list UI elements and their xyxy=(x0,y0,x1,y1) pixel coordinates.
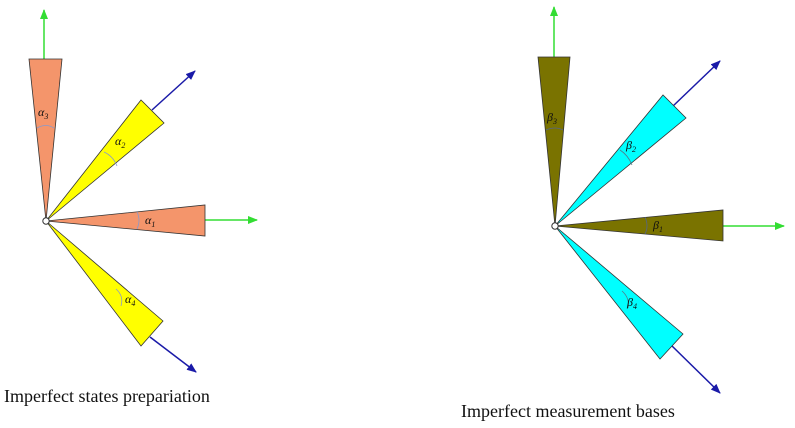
left-origin-point xyxy=(42,217,50,225)
right-wedge-up xyxy=(537,56,571,227)
beta-1-label: β1 xyxy=(652,218,663,234)
left-angle-arc-1 xyxy=(136,211,140,230)
left-wedge-lower-diagonal xyxy=(45,220,164,347)
right-angle-arc-3 xyxy=(545,127,564,131)
right-arrow-lower-diagonal xyxy=(670,344,721,394)
left-wedge-upper-diagonal xyxy=(45,99,165,222)
left-wedge-up xyxy=(28,58,63,222)
left-panel: α3 α2 α1 α4 xyxy=(28,9,258,373)
left-arrow-upper-diagonal xyxy=(151,70,196,111)
right-caption: Imperfect measurement bases xyxy=(461,401,675,421)
left-caption: Imperfect states prepariation xyxy=(4,386,210,406)
alpha-3-label: α3 xyxy=(38,105,48,121)
beta-2-label: β2 xyxy=(625,138,636,154)
right-angle-arc-2 xyxy=(619,149,633,166)
right-wedge-upper-diagonal xyxy=(554,94,687,227)
right-origin-point xyxy=(551,222,559,230)
left-wedge-right xyxy=(45,204,206,237)
left-angle-arc-3 xyxy=(36,125,55,129)
left-angle-arc-2 xyxy=(103,151,118,167)
right-arrow-upper-diagonal xyxy=(671,60,721,108)
alpha-1-label: α1 xyxy=(145,213,155,229)
right-panel: β3 β2 β1 β4 xyxy=(537,6,785,394)
alpha-2-label: α2 xyxy=(115,134,125,150)
right-wedge-right xyxy=(554,209,724,242)
right-wedge-lower-diagonal xyxy=(554,225,684,360)
right-angle-arc-4 xyxy=(621,290,629,309)
beta-3-label: β3 xyxy=(546,110,557,126)
alpha-4-label: α4 xyxy=(125,292,135,308)
right-angle-arc-1 xyxy=(644,216,648,235)
beta-4-label: β4 xyxy=(626,295,637,311)
left-arrow-lower-diagonal xyxy=(149,336,197,373)
left-angle-arc-4 xyxy=(115,288,123,307)
